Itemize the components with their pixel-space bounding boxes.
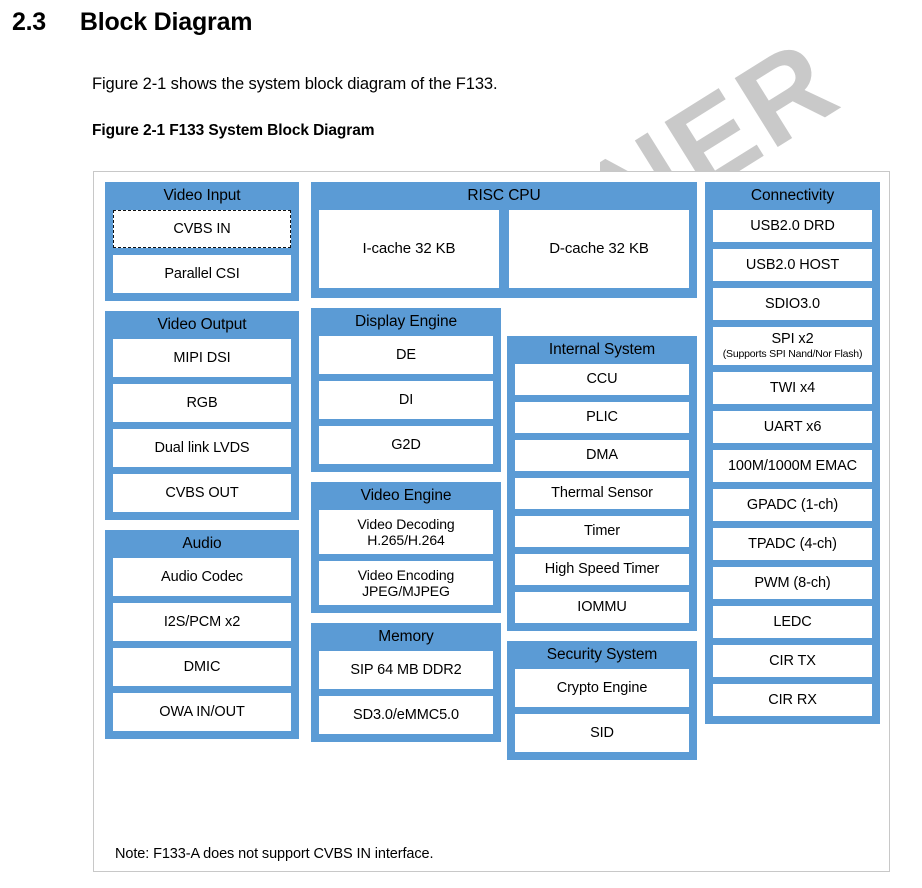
block-thermal-sensor[interactable]: Thermal Sensor <box>515 478 689 510</box>
block-rgb[interactable]: RGB <box>113 384 291 423</box>
column-middle-2: Internal System CCU PLIC DMA Thermal Sen… <box>507 182 697 770</box>
block-video-decoding[interactable]: Video Decoding H.265/H.264 <box>319 510 493 555</box>
section-number: 2.3 <box>12 8 46 36</box>
column-middle: RISC CPU I-cache 32 KB D-cache 32 KB Dis… <box>311 182 697 752</box>
block-parallel-csi[interactable]: Parallel CSI <box>113 255 291 294</box>
block-tpadc[interactable]: TPADC (4-ch) <box>713 528 872 561</box>
group-internal-system: Internal System CCU PLIC DMA Thermal Sen… <box>507 336 697 632</box>
figure-caption: Figure 2-1 F133 System Block Diagram <box>92 122 375 139</box>
block-plic[interactable]: PLIC <box>515 402 689 434</box>
block-mipi-dsi[interactable]: MIPI DSI <box>113 339 291 378</box>
block-timer[interactable]: Timer <box>515 516 689 548</box>
group-title-audio: Audio <box>182 535 222 553</box>
block-spi-label: SPI x2 <box>771 331 814 348</box>
group-title-security-system: Security System <box>546 646 658 664</box>
group-title-risc-cpu: RISC CPU <box>467 187 541 204</box>
group-risc-cpu: RISC CPU I-cache 32 KB D-cache 32 KB <box>311 182 697 299</box>
block-usb-drd[interactable]: USB2.0 DRD <box>713 210 872 243</box>
block-d-cache[interactable]: D-cache 32 KB <box>509 210 689 289</box>
block-de[interactable]: DE <box>319 336 493 375</box>
block-sip-ddr2[interactable]: SIP 64 MB DDR2 <box>319 651 493 690</box>
column-left: Video Input CVBS IN Parallel CSI Video O… <box>105 182 299 749</box>
group-title-connectivity: Connectivity <box>750 187 835 204</box>
section-title: Block Diagram <box>79 8 253 36</box>
block-di[interactable]: DI <box>319 381 493 420</box>
block-cir-rx[interactable]: CIR RX <box>713 684 872 717</box>
group-title-internal-system: Internal System <box>548 341 656 358</box>
group-video-input: Video Input CVBS IN Parallel CSI <box>105 182 299 302</box>
block-dma[interactable]: DMA <box>515 440 689 472</box>
block-iommu[interactable]: IOMMU <box>515 592 689 624</box>
watermark: NER <box>600 10 922 190</box>
block-owa-in-out[interactable]: OWA IN/OUT <box>113 693 291 732</box>
block-diagram-figure: Video Input CVBS IN Parallel CSI Video O… <box>93 171 890 872</box>
block-video-encoding-line2: JPEG/MJPEG <box>362 583 450 600</box>
group-title-video-output: Video Output <box>157 316 247 334</box>
block-emac[interactable]: 100M/1000M EMAC <box>713 450 872 483</box>
group-video-output: Video Output MIPI DSI RGB Dual link LVDS… <box>105 311 299 521</box>
section-heading: 2.3 Block Diagram <box>12 8 253 37</box>
block-sd-emmc[interactable]: SD3.0/eMMC5.0 <box>319 696 493 735</box>
block-crypto-engine[interactable]: Crypto Engine <box>515 669 689 708</box>
block-video-encoding[interactable]: Video Encoding JPEG/MJPEG <box>319 561 493 606</box>
group-connectivity: Connectivity USB2.0 DRD USB2.0 HOST SDIO… <box>705 182 880 725</box>
group-title-video-input: Video Input <box>163 187 241 204</box>
block-sid[interactable]: SID <box>515 714 689 753</box>
block-video-decoding-line1: Video Decoding <box>357 516 455 533</box>
group-title-display-engine: Display Engine <box>355 313 457 331</box>
block-cvbs-in[interactable]: CVBS IN <box>113 210 291 249</box>
block-video-encoding-line1: Video Encoding <box>357 567 455 584</box>
block-spi-sublabel: (Supports SPI Nand/Nor Flash) <box>722 348 863 361</box>
group-video-engine: Video Engine Video Decoding H.265/H.264 … <box>311 482 501 614</box>
block-high-speed-timer[interactable]: High Speed Timer <box>515 554 689 586</box>
intro-paragraph: Figure 2-1 shows the system block diagra… <box>92 75 498 93</box>
block-dual-link-lvds[interactable]: Dual link LVDS <box>113 429 291 468</box>
risc-cpu-spacer <box>507 182 697 336</box>
block-ledc[interactable]: LEDC <box>713 606 872 639</box>
column-right: Connectivity USB2.0 DRD USB2.0 HOST SDIO… <box>705 182 880 734</box>
block-cir-tx[interactable]: CIR TX <box>713 645 872 678</box>
block-gpadc[interactable]: GPADC (1-ch) <box>713 489 872 522</box>
block-twi[interactable]: TWI x4 <box>713 372 872 405</box>
block-pwm[interactable]: PWM (8-ch) <box>713 567 872 600</box>
block-sdio[interactable]: SDIO3.0 <box>713 288 872 321</box>
block-i2s-pcm[interactable]: I2S/PCM x2 <box>113 603 291 642</box>
group-security-system: Security System Crypto Engine SID <box>507 641 697 761</box>
block-g2d[interactable]: G2D <box>319 426 493 465</box>
block-ccu[interactable]: CCU <box>515 364 689 396</box>
watermark-text: NER <box>600 13 861 190</box>
block-audio-codec[interactable]: Audio Codec <box>113 558 291 597</box>
block-dmic[interactable]: DMIC <box>113 648 291 687</box>
group-title-memory: Memory <box>378 628 434 646</box>
block-i-cache[interactable]: I-cache 32 KB <box>319 210 499 289</box>
group-audio: Audio Audio Codec I2S/PCM x2 DMIC OWA IN… <box>105 530 299 740</box>
block-uart[interactable]: UART x6 <box>713 411 872 444</box>
diagram-columns: Video Input CVBS IN Parallel CSI Video O… <box>105 182 880 832</box>
group-title-video-engine: Video Engine <box>360 487 452 505</box>
group-memory: Memory SIP 64 MB DDR2 SD3.0/eMMC5.0 <box>311 623 501 743</box>
group-display-engine: Display Engine DE DI G2D <box>311 308 501 473</box>
block-usb-host[interactable]: USB2.0 HOST <box>713 249 872 282</box>
block-video-decoding-line2: H.265/H.264 <box>367 532 445 549</box>
block-cvbs-out[interactable]: CVBS OUT <box>113 474 291 513</box>
risc-cpu-caches: I-cache 32 KB D-cache 32 KB <box>319 210 689 289</box>
figure-note: Note: F133-A does not support CVBS IN in… <box>115 846 434 862</box>
block-spi[interactable]: SPI x2 (Supports SPI Nand/Nor Flash) <box>713 327 872 366</box>
